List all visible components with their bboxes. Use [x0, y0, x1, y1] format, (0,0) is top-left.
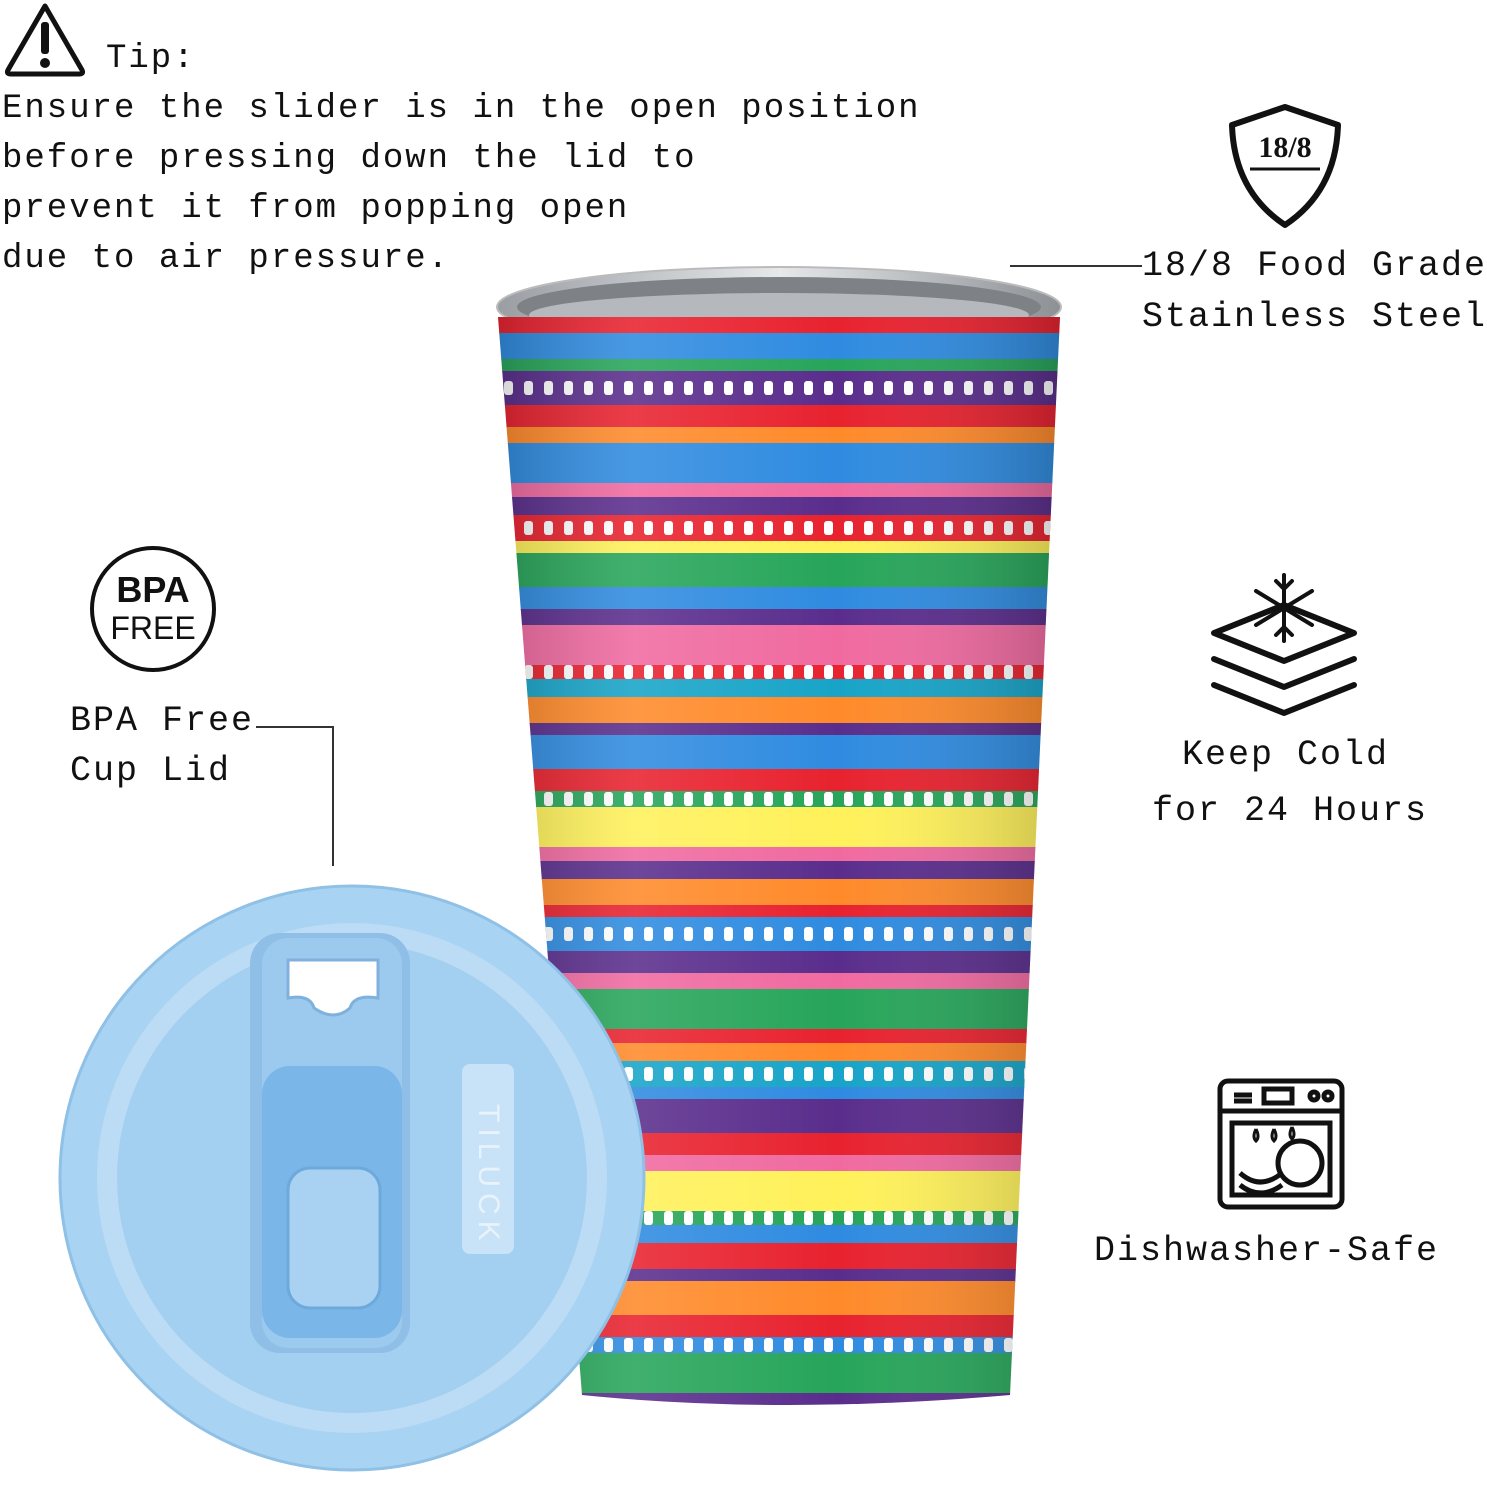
shield-badge-text: 18/8 [1258, 131, 1312, 164]
steel-text-line-1: 18/8 Food Grade [1142, 246, 1487, 286]
bpa-leader-horizontal [256, 726, 334, 728]
tumbler-dot [1044, 1338, 1053, 1352]
lid-brand-text: TILUCK [472, 1104, 505, 1247]
tumbler-dot [504, 665, 513, 679]
tumbler-dot [1044, 792, 1053, 806]
snowflake-stack-icon [1204, 569, 1364, 729]
tumbler-dot [1024, 1211, 1033, 1225]
dishwasher-text-line-1: Dishwasher-Safe [1094, 1231, 1440, 1271]
shield-icon [1226, 103, 1344, 231]
tumbler-dot [1044, 1067, 1053, 1081]
tip-text-line-1: Ensure the slider is in the open positio… [2, 90, 921, 128]
warning-triangle-icon [4, 2, 86, 77]
feature-stainless-steel: 18/8 18/8 Food Grade Stainless Steel [1000, 95, 1485, 355]
bpa-free-badge-icon [88, 544, 218, 674]
dishwasher-icon [1216, 1077, 1346, 1211]
tip-text-line-2: before pressing down the lid to [2, 140, 697, 178]
tumbler-dot [504, 792, 513, 806]
lid-image: TILUCK [52, 878, 652, 1478]
tumbler-dot [1024, 1338, 1033, 1352]
bpa-text-line-1: BPA Free [70, 701, 255, 741]
tip-text-line-4: due to air pressure. [2, 240, 451, 278]
bpa-badge-line-1: BPA [116, 569, 190, 610]
tip-block: Tip: Ensure the slider is in the open po… [0, 0, 919, 290]
tip-text-line-3: prevent it from popping open [2, 190, 630, 228]
tumbler-dot [1044, 665, 1053, 679]
bpa-leader-vertical [332, 726, 334, 866]
feature-bpa-free: BPA FREE BPA Free Cup Lid [60, 540, 350, 870]
tumbler-dot [524, 792, 533, 806]
tumbler-dot [1044, 927, 1053, 941]
steel-leader-line [1010, 265, 1142, 267]
tumbler-dot [1044, 1211, 1053, 1225]
tumbler-dot [504, 521, 513, 535]
steel-text-line-2: Stainless Steel [1142, 297, 1487, 337]
bpa-text-line-2: Cup Lid [70, 751, 232, 791]
cold-text-line-1: Keep Cold [1182, 735, 1390, 775]
feature-keep-cold: Keep Cold for 24 Hours [1130, 565, 1440, 845]
cold-text-line-2: for 24 Hours [1152, 791, 1429, 831]
tip-label: Tip: [106, 40, 196, 78]
bpa-badge-line-2: FREE [110, 610, 196, 646]
feature-dishwasher: Dishwasher-Safe [1088, 1075, 1460, 1285]
tumbler-dot [1024, 1067, 1033, 1081]
